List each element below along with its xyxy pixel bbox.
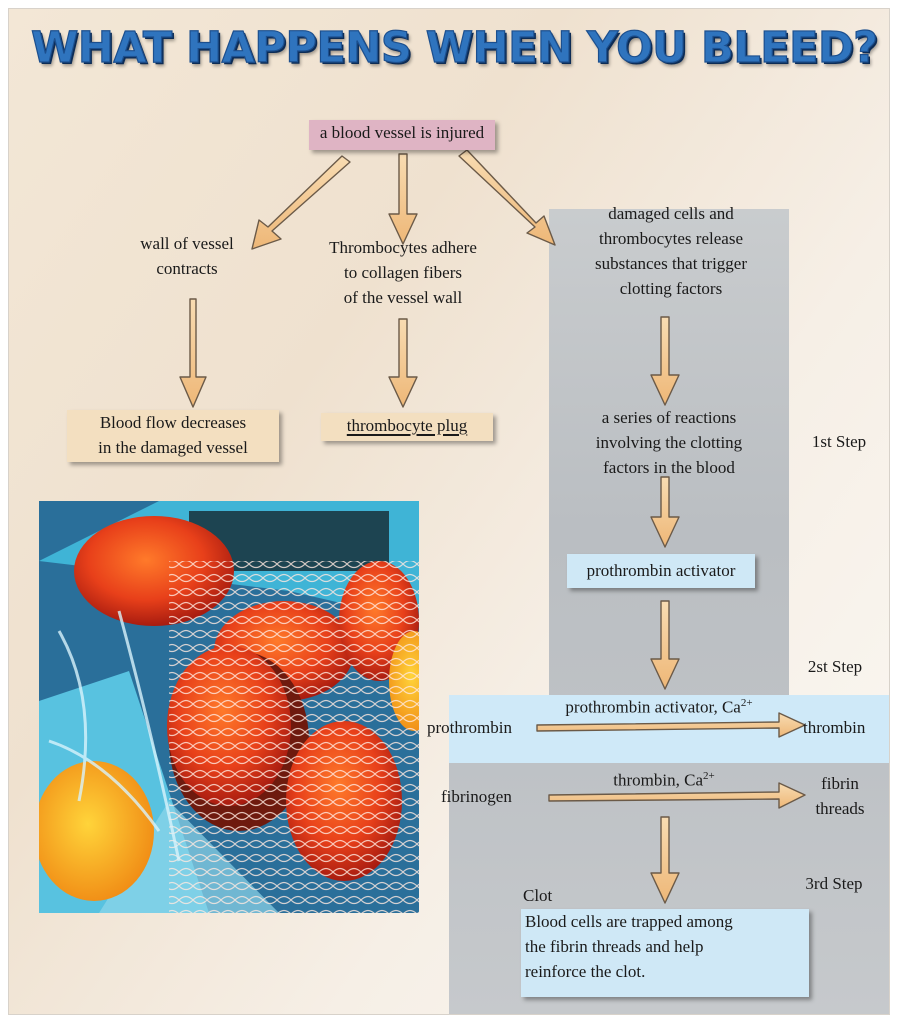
- contracts-line-1: wall of vessel: [97, 231, 277, 256]
- reaction-2-product-line-2: threads: [805, 796, 875, 821]
- injury-label: a blood vessel is injured: [320, 123, 484, 142]
- adhere-node: Thrombocytes adhere to collagen fibers o…: [293, 235, 513, 310]
- clot-description: Blood cells are trapped among the fibrin…: [521, 909, 809, 997]
- reaction-1-charge: 2+: [741, 697, 753, 709]
- flow-line-1: Blood flow decreases: [67, 410, 279, 435]
- release-line-4: clotting factors: [551, 276, 791, 301]
- plug-node: thrombocyte plug: [321, 413, 493, 441]
- step-1-label: 1st Step: [799, 429, 879, 454]
- activator-label: prothrombin activator: [587, 561, 736, 580]
- step-2-label: 2st Step: [795, 654, 875, 679]
- reaction-2-reactant: fibrinogen: [441, 784, 545, 809]
- arrow-to-adhere: [389, 154, 417, 244]
- flow-node: Blood flow decreases in the damaged vess…: [67, 410, 279, 462]
- release-node: damaged cells and thrombocytes release s…: [551, 201, 791, 301]
- reaction-2-conditions: thrombin, Ca2+: [589, 764, 739, 793]
- infographic: WHAT HAPPENS WHEN YOU BLEED?: [8, 8, 890, 1015]
- arrow-to-activator: [651, 477, 679, 547]
- release-line-1: damaged cells and: [551, 201, 791, 226]
- flow-line-2: in the damaged vessel: [67, 435, 279, 460]
- plug-label: thrombocyte plug: [347, 416, 467, 435]
- reactions-line-2: involving the clotting: [554, 430, 784, 455]
- arrow-to-release: [459, 150, 555, 245]
- flow-arrows: [9, 9, 889, 1014]
- clot-title: Clot: [523, 883, 603, 908]
- reaction-2-product: fibrin threads: [805, 771, 875, 821]
- reaction-1-conditions: prothrombin activator, Ca2+: [529, 691, 789, 720]
- adhere-line-1: Thrombocytes adhere: [293, 235, 513, 260]
- reaction-2-catalyst: thrombin, Ca: [613, 771, 703, 790]
- arrow-to-reactions: [651, 317, 679, 405]
- reaction-2-product-line-1: fibrin: [805, 771, 875, 796]
- injury-node: a blood vessel is injured: [309, 120, 495, 150]
- reactions-line-3: factors in the blood: [554, 455, 784, 480]
- activator-node: prothrombin activator: [567, 554, 755, 588]
- contracts-line-2: contracts: [97, 256, 277, 281]
- reactions-line-1: a series of reactions: [554, 405, 784, 430]
- reaction-1-reactant: prothrombin: [427, 715, 537, 740]
- reactions-node: a series of reactions involving the clot…: [554, 405, 784, 480]
- step-3-label: 3rd Step: [793, 871, 875, 896]
- clot-line-1: Blood cells are trapped among: [525, 909, 809, 934]
- arrow-to-plug: [389, 319, 417, 407]
- arrow-to-clot: [651, 817, 679, 903]
- reaction-1-catalyst: prothrombin activator, Ca: [565, 698, 740, 717]
- clot-line-3: reinforce the clot.: [525, 959, 809, 984]
- reaction-2-charge: 2+: [703, 770, 715, 782]
- clot-line-2: the fibrin threads and help: [525, 934, 809, 959]
- adhere-line-3: of the vessel wall: [293, 285, 513, 310]
- reaction-1-product: thrombin: [803, 715, 889, 740]
- arrow-to-reaction-1: [651, 601, 679, 689]
- adhere-line-2: to collagen fibers: [293, 260, 513, 285]
- release-line-3: substances that trigger: [551, 251, 791, 276]
- arrow-to-flow: [180, 299, 206, 407]
- contracts-node: wall of vessel contracts: [97, 231, 277, 281]
- release-line-2: thrombocytes release: [551, 226, 791, 251]
